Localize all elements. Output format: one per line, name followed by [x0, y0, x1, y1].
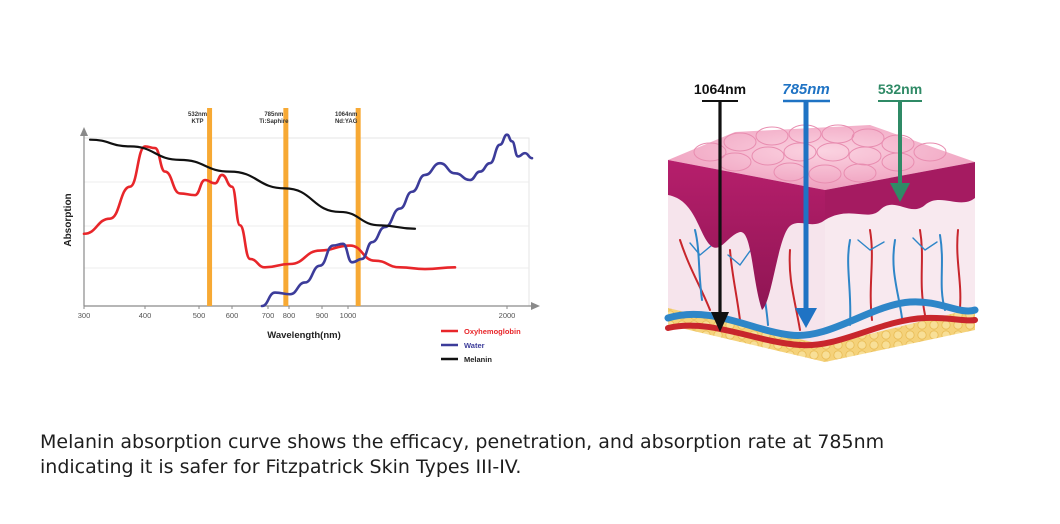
legend-label-melanin: Melanin: [464, 355, 492, 364]
marker-sublabel-785: Ti:Saphire: [259, 119, 289, 125]
x-axis-arrow: [531, 302, 540, 310]
x-tick-label: 600: [226, 311, 239, 320]
beam-1064nm: [702, 100, 738, 332]
marker-bar-532: [207, 108, 213, 306]
series-line-water: [260, 133, 534, 308]
caption-line-2: indicating it is safer for Fitzpatrick S…: [40, 456, 522, 478]
legend-label-oxyhemoglobin: Oxyhemoglobin: [464, 327, 521, 336]
caption-line-1: Melanin absorption curve shows the effic…: [40, 431, 885, 453]
y-axis-arrow: [80, 127, 88, 136]
x-axis-label: Wavelength(nm): [267, 330, 341, 341]
beam-label-785nm: 785nm: [782, 81, 830, 98]
x-tick-label: 1000: [340, 311, 357, 320]
y-axis-label: Absorption: [63, 193, 74, 246]
marker-sublabel-1064: Nd:YAG: [335, 119, 358, 125]
marker-sublabel-532: KTP: [192, 119, 204, 125]
plot-area: [83, 137, 530, 307]
beam-532nm: [878, 100, 922, 202]
beam-label-532nm: 532nm: [878, 81, 922, 97]
marker-bar-1064: [355, 108, 361, 306]
x-tick-label: 500: [193, 311, 206, 320]
series-line-oxyhemoglobin: [82, 145, 457, 271]
caption: Melanin absorption curve shows the effic…: [40, 430, 1040, 480]
marker-label-785: 785nm: [264, 112, 283, 118]
beam-label-1064nm: 1064nm: [694, 81, 746, 97]
x-tick-label: 400: [139, 311, 152, 320]
skin-penetration-diagram: 1064nm 785nm 532nm: [664, 81, 979, 362]
x-tick-label: 300: [78, 311, 91, 320]
series-line-melanin: [88, 138, 417, 230]
x-tick-label: 700: [262, 311, 275, 320]
legend-label-water: Water: [464, 341, 485, 350]
marker-label-532: 532nm: [188, 112, 207, 118]
x-tick-label: 900: [316, 311, 329, 320]
epidermis-front: [668, 160, 825, 310]
artery-large: [665, 314, 978, 349]
x-tick-label: 800: [283, 311, 296, 320]
x-tick-label: 2000: [499, 311, 516, 320]
blood-vessels: [679, 229, 962, 331]
marker-bar-785: [283, 108, 289, 306]
marker-label-1064: 1064nm: [335, 112, 357, 118]
beam-785nm: [783, 99, 830, 328]
